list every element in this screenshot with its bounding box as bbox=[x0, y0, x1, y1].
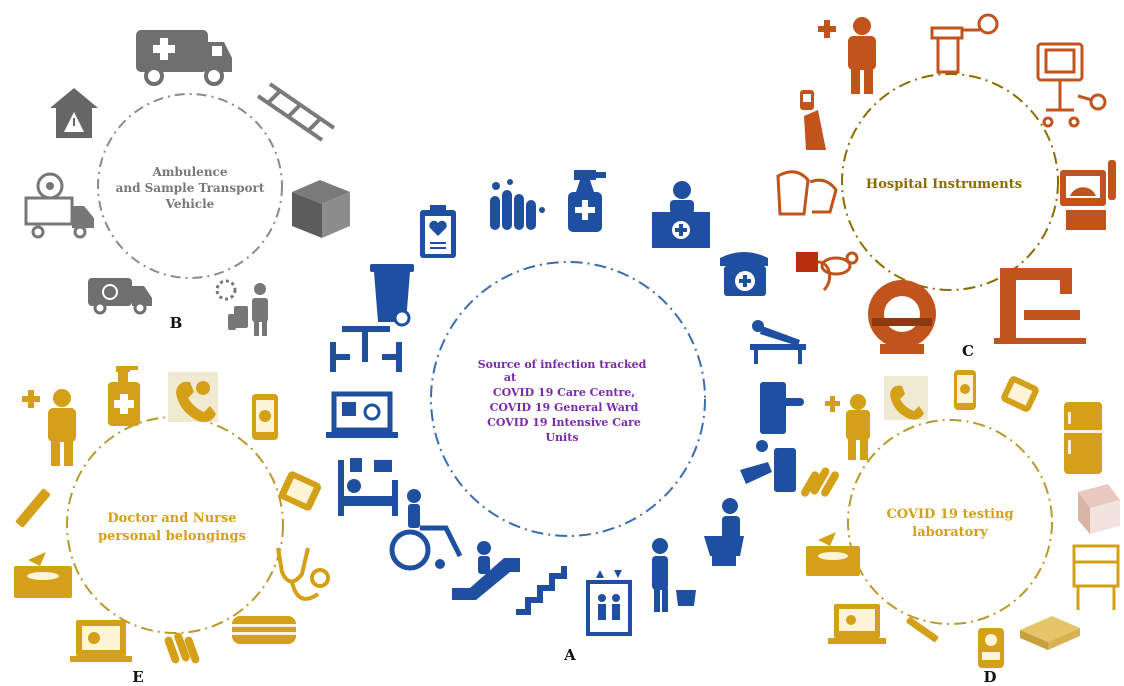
section-a-ring bbox=[430, 261, 706, 537]
hospital-bed-icon bbox=[338, 458, 398, 516]
phone-icon bbox=[168, 372, 218, 422]
sanitizer-icon bbox=[108, 366, 140, 426]
section-d: COVID 19 testing laboratory D bbox=[801, 370, 1120, 686]
traveler-virus-icon bbox=[215, 279, 268, 336]
door-handle-icon bbox=[760, 382, 804, 434]
face-shield-icon bbox=[776, 170, 838, 216]
wheelchair-icon bbox=[389, 489, 463, 571]
center-text-line6: Units bbox=[545, 431, 578, 444]
smartphone-icon bbox=[954, 370, 976, 410]
section-b-ring bbox=[97, 93, 283, 279]
ambulance-icon bbox=[136, 30, 232, 86]
clipboard-heart-icon bbox=[420, 205, 456, 258]
section-b-letter: B bbox=[170, 314, 183, 332]
well-plate-icon bbox=[1020, 616, 1080, 650]
toilet-person-icon bbox=[704, 498, 744, 566]
mri-scanner-icon bbox=[868, 280, 936, 354]
section-c-letter: C bbox=[962, 342, 974, 360]
spray-bottle-icon bbox=[568, 170, 606, 232]
box-icon bbox=[292, 180, 350, 238]
escalator-icon bbox=[452, 541, 520, 600]
section-d-title-line2: laboratory bbox=[912, 525, 988, 540]
suction-machine-icon bbox=[930, 13, 999, 74]
ventilator-icon bbox=[1036, 42, 1107, 128]
center-text-line4: COVID 19 General Ward bbox=[490, 401, 639, 414]
telephone-icon bbox=[720, 252, 768, 296]
stretcher-icon bbox=[256, 82, 336, 142]
phone-icon bbox=[884, 376, 928, 420]
pulse-oximeter-icon bbox=[800, 90, 826, 150]
section-c-ring bbox=[841, 73, 1059, 291]
section-b: Ambulence and Sample Transport Vehicle B bbox=[24, 30, 350, 336]
lab-worker-ppe-icon bbox=[825, 394, 870, 460]
tissue-box-icon bbox=[14, 552, 72, 598]
pen-icon bbox=[15, 488, 51, 528]
centrifuge-icon bbox=[978, 628, 1004, 668]
center-text-line2: at bbox=[504, 371, 517, 384]
hand-washing-icon bbox=[490, 179, 545, 230]
xray-machine-icon bbox=[994, 268, 1086, 344]
laptop-stethoscope-icon bbox=[326, 391, 398, 438]
tissue-box-icon bbox=[806, 532, 860, 576]
trash-bin-icon bbox=[370, 264, 414, 327]
blood-pressure-icon bbox=[796, 251, 859, 292]
stairs-icon bbox=[516, 566, 567, 615]
section-e-letter: E bbox=[132, 668, 143, 686]
center-text-line1: Source of infection tracked bbox=[478, 358, 647, 371]
smartphone-icon bbox=[252, 394, 278, 440]
laptop-icon bbox=[70, 620, 132, 662]
section-e: Doctor and Nurse personal belongings E bbox=[14, 366, 330, 686]
syringe-icon bbox=[906, 617, 939, 642]
virus-truck-icon bbox=[24, 172, 94, 239]
doctor-ppe-icon bbox=[818, 17, 876, 94]
section-a: Source of infection tracked at COVID 19 … bbox=[326, 170, 806, 664]
section-d-ring bbox=[847, 419, 1053, 625]
center-text-line5: COVID 19 Intensive Care bbox=[487, 416, 641, 429]
nurse-ppe-icon bbox=[22, 389, 76, 466]
urinal-person-icon bbox=[652, 538, 696, 612]
refrigerator-icon bbox=[1064, 402, 1102, 474]
ultrasound-icon bbox=[1060, 160, 1116, 230]
stretcher-bed-icon bbox=[750, 320, 806, 364]
elevator-icon bbox=[586, 570, 632, 636]
stethoscope-icon bbox=[276, 547, 330, 601]
reception-desk-icon bbox=[652, 181, 710, 248]
section-d-letter: D bbox=[983, 668, 996, 686]
table-chairs-icon bbox=[330, 326, 402, 372]
section-a-letter: A bbox=[563, 646, 576, 664]
gloves-icon bbox=[164, 632, 200, 664]
section-c-title: Hospital Instruments bbox=[866, 177, 1022, 192]
section-d-title-line1: COVID 19 testing bbox=[886, 507, 1013, 522]
warning-house-icon bbox=[50, 88, 98, 138]
center-text-line3: COVID 19 Care Centre, bbox=[493, 386, 635, 399]
smartwatch-icon bbox=[278, 471, 322, 511]
pcr-machine-icon bbox=[1078, 484, 1120, 534]
section-e-title-line2: personal belongings bbox=[98, 529, 246, 544]
gloves-icon bbox=[801, 467, 839, 497]
smartwatch-icon bbox=[1001, 376, 1039, 412]
face-mask-icon bbox=[232, 616, 296, 644]
laptop-icon bbox=[828, 604, 886, 644]
section-b-title-line1: Ambulence bbox=[152, 165, 228, 179]
section-b-title-line2: and Sample Transport bbox=[116, 181, 265, 195]
biosafety-cabinet-icon bbox=[1072, 544, 1120, 610]
section-c: Hospital Instruments C bbox=[776, 13, 1116, 360]
recycle-truck-icon bbox=[88, 278, 152, 315]
section-b-title-line3: Vehicle bbox=[165, 197, 215, 211]
section-e-title-line1: Doctor and Nurse bbox=[107, 511, 236, 526]
hand-dryer-icon bbox=[740, 440, 796, 492]
